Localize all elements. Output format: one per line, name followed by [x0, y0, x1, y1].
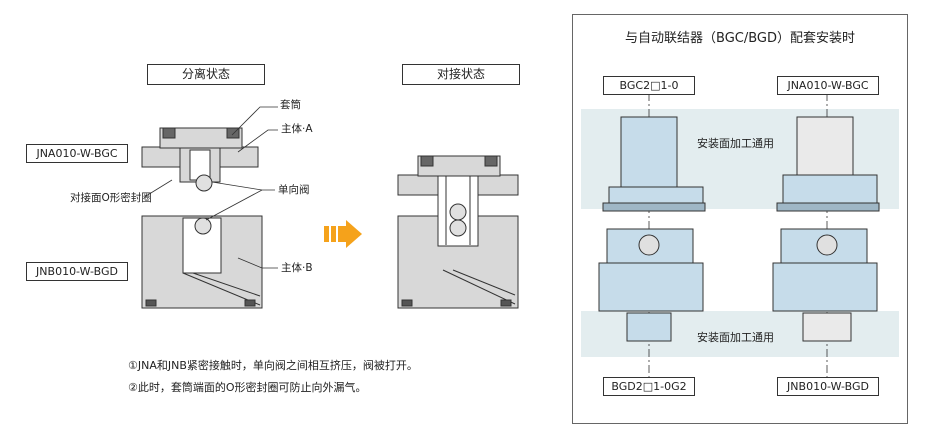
right-panel-title: 与自动联结器（BGC/BGD）配套安装时 — [625, 31, 855, 46]
right-panel: 与自动联结器（BGC/BGD）配套安装时 — [572, 14, 908, 424]
callout-lines — [145, 106, 278, 269]
band-text-top: 安装面加工通用 — [697, 137, 774, 150]
band-text-bottom: 安装面加工通用 — [697, 331, 774, 344]
connected-assembly — [397, 155, 519, 309]
callout-valve: 单向阀 — [278, 184, 310, 196]
label-jna: JNA010-W-BGC — [777, 76, 879, 95]
callout-oring: 对接面O形密封圈 — [70, 192, 152, 204]
right-assembly — [772, 116, 880, 342]
separated-state-title: 分离状态 — [147, 64, 265, 85]
label-bgc: BGC2□1-0 — [603, 76, 695, 95]
note-2: ②此时，套筒端面的O形密封圈可防止向外漏气。 — [128, 381, 367, 394]
callout-body-b: 主体·B — [281, 262, 313, 274]
connected-state-title: 对接状态 — [402, 64, 520, 85]
separated-part-a — [141, 127, 259, 192]
label-bgd: BGD2□1-0G2 — [603, 377, 695, 396]
part-label-jnb: JNB010-W-BGD — [26, 262, 128, 281]
transition-arrow — [324, 220, 362, 248]
separated-part-b — [141, 215, 263, 309]
right-diagram — [581, 93, 899, 377]
note-1: ①JNA和JNB紧密接触时，单向阀之间相互挤压，阀被打开。 — [128, 359, 418, 372]
left-assembly — [598, 116, 706, 342]
callout-sleeve: 套筒 — [280, 99, 301, 111]
label-jnb: JNB010-W-BGD — [777, 377, 879, 396]
part-label-jna: JNA010-W-BGC — [26, 144, 128, 163]
callout-body-a: 主体·A — [281, 123, 313, 135]
